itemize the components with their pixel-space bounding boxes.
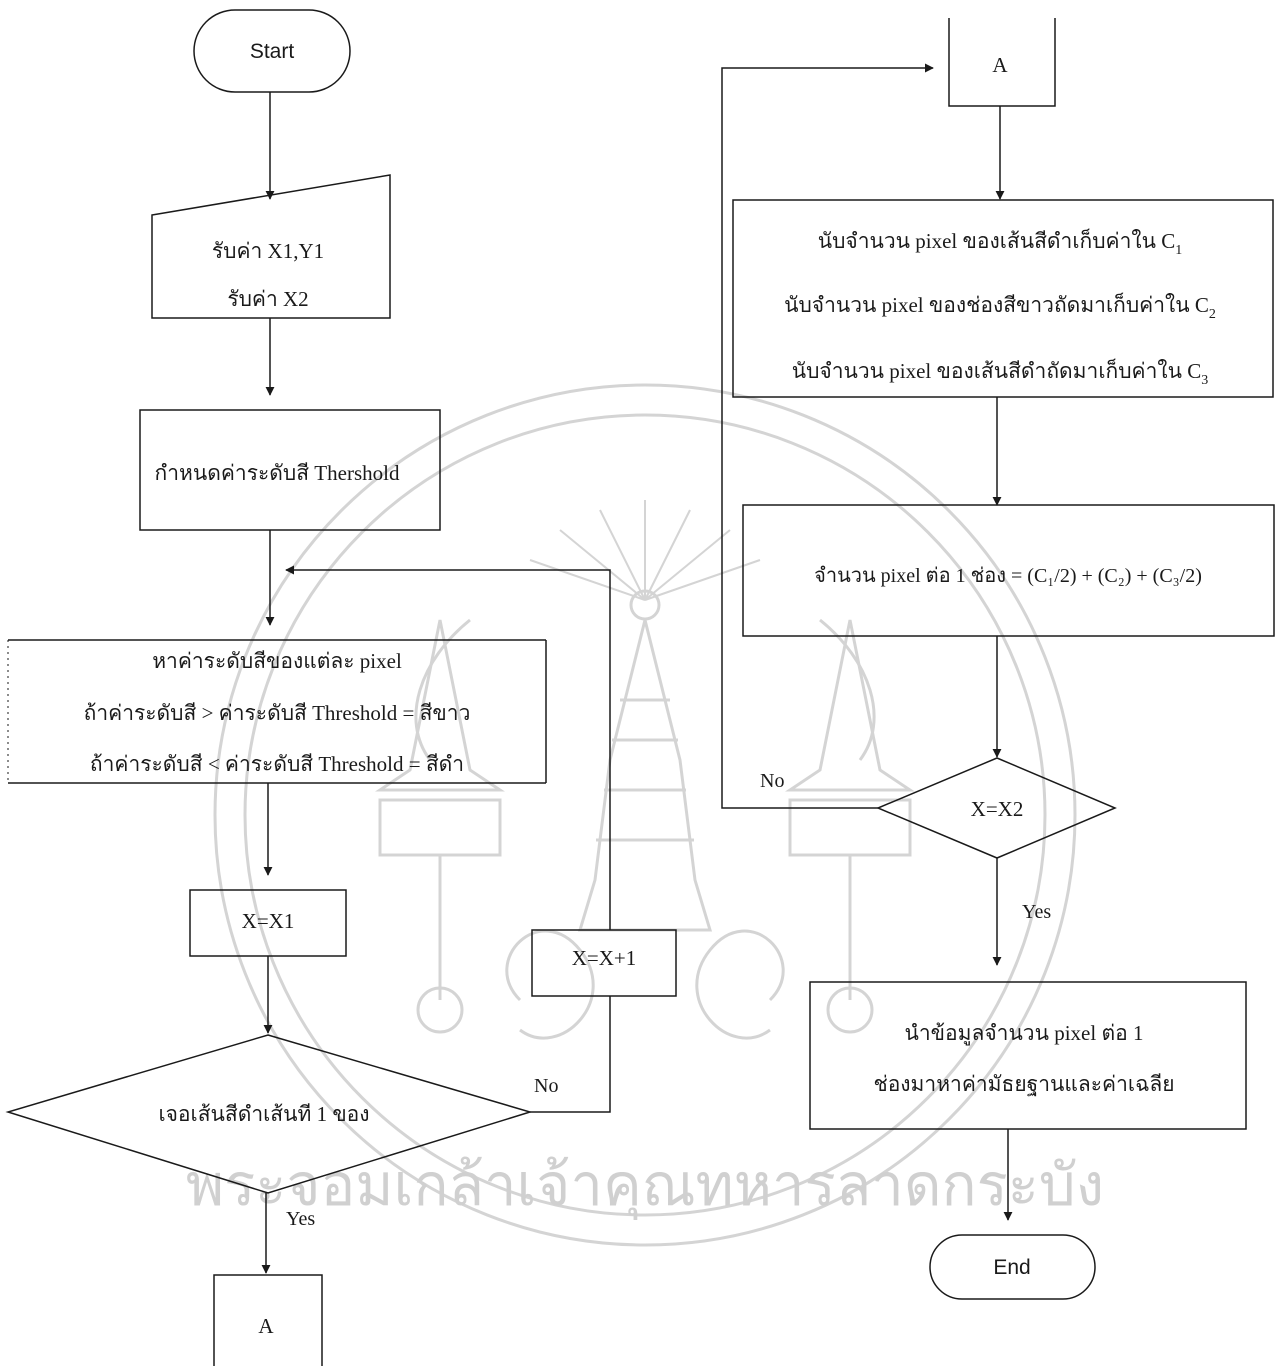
threshold-label: กำหนดค่าระดับสี Thershold [155,461,400,485]
pixel-line-3: ถ้าค่าระดับสี < ค่าระดับสี Threshold = ส… [90,752,464,776]
end-terminator: End [929,1234,1096,1300]
start-terminator: Start [193,9,351,93]
decision-1-yes-label: Yes [286,1208,315,1230]
formula-text: จำนวน pixel ต่อ 1 ช่อง = (C₁/2) + (C₂) +… [814,565,1202,587]
decision-2-no-line [721,63,934,809]
assign-x-label: X=X1 [242,909,295,933]
count-line-3-text: นับจำนวน pixel ของเส้นสีดำถัดมาเก็บค่าใน… [792,357,1202,383]
result-line-1: นำข้อมูลจำนวน pixel ต่อ 1 [905,1021,1144,1046]
count-line-2-sub: 2 [1209,307,1216,322]
assign-x-node: X=X1 [189,889,347,957]
threshold-node: กำหนดค่าระดับสี Thershold [139,409,441,531]
input-line-1: รับค่า X1,Y1 [212,239,324,263]
increment-node: X=X+1 [531,929,677,997]
result-line-2: ช่องมาหาค่ามัธยฐานและค่าเฉลีย [873,1072,1174,1096]
watermark-text: พระจอมเกล้าเจ้าคุณทหารลาดกระบัง [186,1151,1104,1221]
count-line-3-sub: 3 [1201,373,1208,388]
connector-a-top-label: A [992,53,1008,77]
decision-2-node: X=X2 [876,757,1117,859]
count-line-2-text: นับจำนวน pixel ของช่องสีขาวถัดมาเก็บค่าใ… [784,291,1209,317]
increment-label: X=X+1 [572,946,637,970]
decision-2-no-label: No [760,770,784,792]
count-node: นับจำนวน pixel ของเส้นสีดำเก็บค่าใน C1 น… [732,199,1274,398]
decision-1-no-line [530,996,611,1113]
pixel-line-1: หาค่าระดับสีของแต่ละ pixel [152,649,402,673]
count-line-1-sub: 1 [1175,243,1182,258]
start-label: Start [250,40,295,63]
input-node: รับค่า X1,Y1 รับค่า X2 [151,174,391,319]
pixel-classify-node: หาค่าระดับสีของแต่ละ pixel ถ้าค่าระดับสี… [7,639,547,784]
count-line-1: นับจำนวน pixel ของเส้นสีดำเก็บค่าใน C1 [818,227,1183,258]
connector-a-bottom: A [213,1274,323,1366]
decision-2-label: X=X2 [971,797,1024,821]
university-seal-watermark [213,383,1077,1247]
decision-1-no-label: No [534,1075,558,1097]
connector-a-top: A [948,18,1056,107]
connector-a-bottom-label: A [258,1314,274,1338]
decision-2-yes-label: Yes [1022,901,1051,923]
count-line-2: นับจำนวน pixel ของช่องสีขาวถัดมาเก็บค่าใ… [784,291,1216,322]
count-line-1-text: นับจำนวน pixel ของเส้นสีดำเก็บค่าใน C [818,227,1176,253]
decision-1-label: เจอเส้นสีดำเส้นที 1 ของ [158,1102,369,1126]
decision-1-node: เจอเส้นสีดำเส้นที 1 ของ [5,1034,533,1194]
result-node: นำข้อมูลจำนวน pixel ต่อ 1 ช่องมาหาค่ามัธ… [809,981,1247,1130]
loop-back-line [285,565,611,930]
end-label: End [993,1256,1030,1279]
input-line-2: รับค่า X2 [227,287,308,311]
count-line-3: นับจำนวน pixel ของเส้นสีดำถัดมาเก็บค่าใน… [792,357,1209,388]
formula-node: จำนวน pixel ต่อ 1 ช่อง = (C₁/2) + (C₂) +… [742,504,1275,637]
pixel-line-2: ถ้าค่าระดับสี > ค่าระดับสี Threshold = ส… [84,701,471,725]
